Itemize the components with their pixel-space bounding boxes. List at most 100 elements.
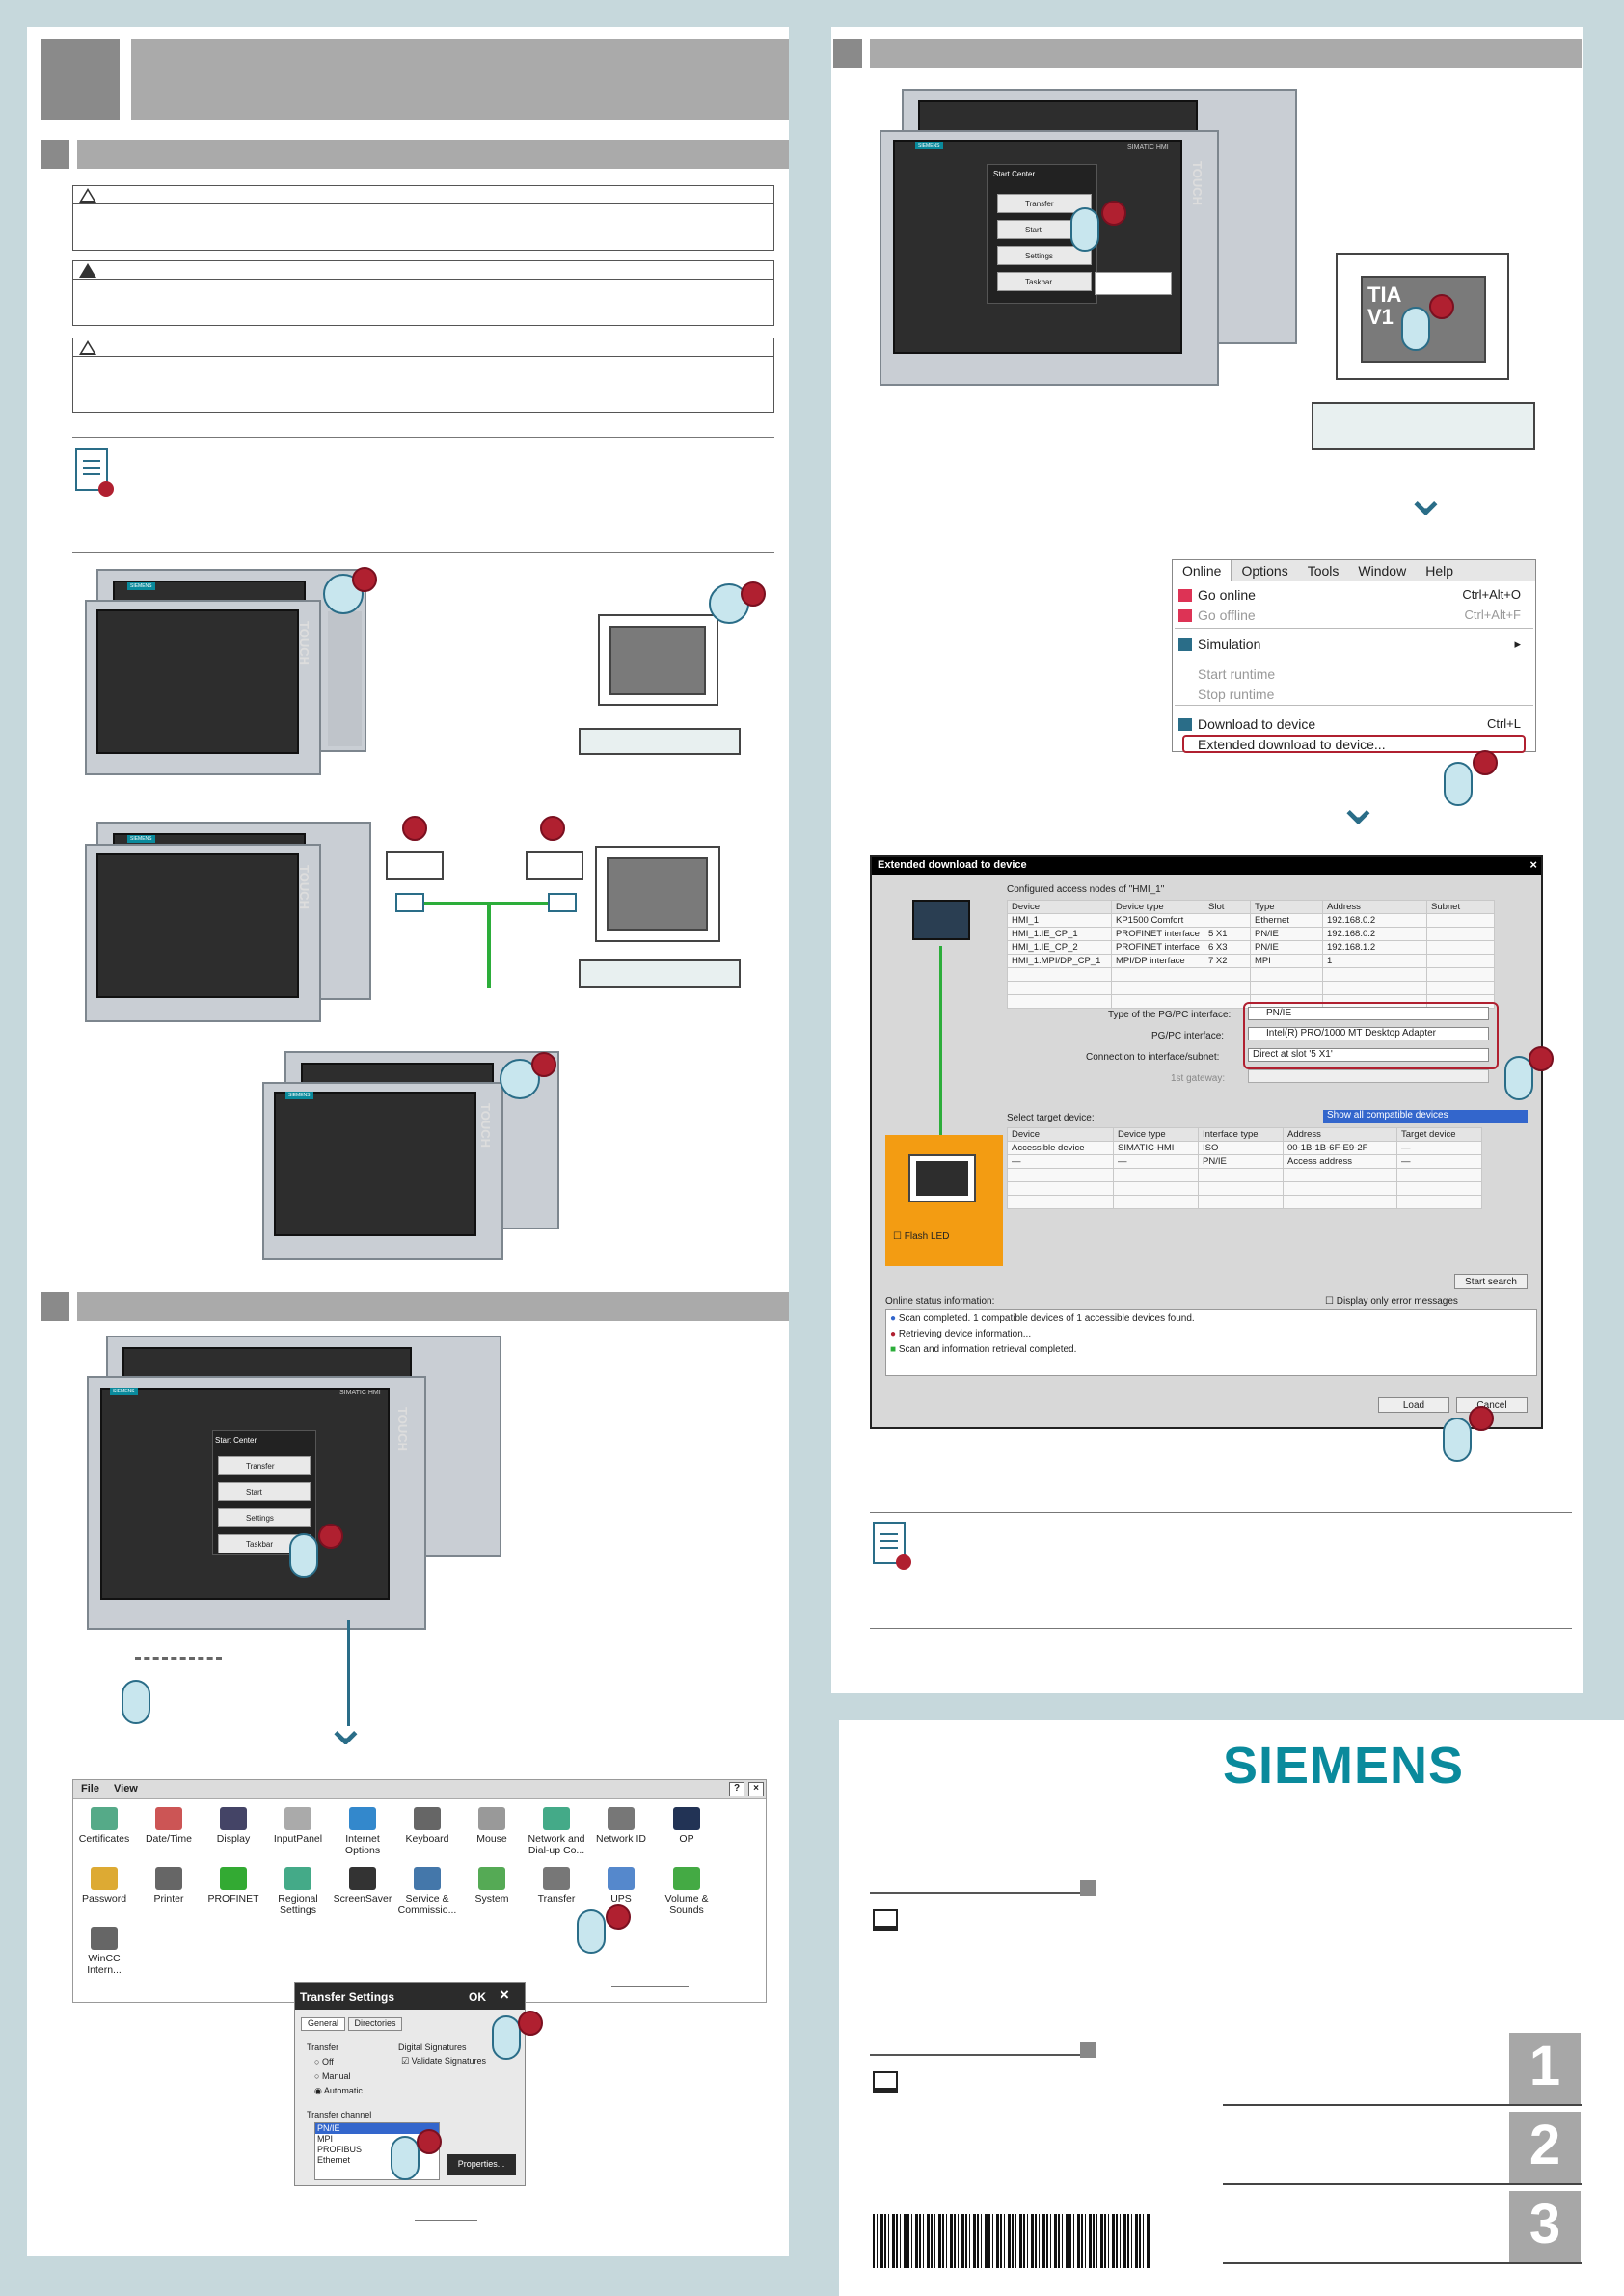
control-panel-item[interactable]: Volume & Sounds: [653, 1867, 720, 1916]
close-icon[interactable]: ×: [1529, 857, 1537, 872]
configured-nodes-label: Configured access nodes of "HMI_1": [1007, 884, 1165, 895]
control-panel-item[interactable]: UPS: [587, 1867, 655, 1904]
radio-automatic[interactable]: ◉ Automatic: [314, 2086, 363, 2095]
table-row-empty: [1007, 1195, 1482, 1209]
gateway-select[interactable]: [1248, 1069, 1489, 1083]
control-panel-item[interactable]: Service & Commissio...: [393, 1867, 461, 1916]
control-panel-item[interactable]: ScreenSaver: [329, 1867, 396, 1904]
validate-checkbox[interactable]: ☑ Validate Signatures: [401, 2056, 486, 2066]
control-panel-item-icon: [478, 1867, 505, 1890]
start-button[interactable]: Start: [218, 1482, 311, 1501]
display-errors-checkbox[interactable]: ☐ Display only error messages: [1325, 1296, 1458, 1307]
load-button[interactable]: Load: [1378, 1397, 1449, 1413]
start-search-button[interactable]: Start search: [1454, 1274, 1528, 1289]
settings-button[interactable]: Settings: [218, 1508, 311, 1527]
menu-item-6[interactable]: Extended download to device...: [1198, 737, 1530, 752]
control-panel-item[interactable]: Internet Options: [329, 1807, 396, 1856]
table-cell: —: [1113, 1154, 1199, 1169]
pc-monitor: [595, 846, 720, 942]
tab-general[interactable]: General: [301, 2017, 345, 2031]
help-icon[interactable]: ?: [729, 1782, 744, 1796]
control-panel-item[interactable]: WinCC Intern...: [70, 1927, 138, 1976]
control-panel-item[interactable]: Network and Dial-up Co...: [523, 1807, 590, 1856]
taskbar-label: Taskbar: [1025, 278, 1053, 286]
control-panel-item[interactable]: Printer: [135, 1867, 203, 1904]
control-panel-item-label: Password: [81, 1893, 127, 1904]
menu-help[interactable]: Help: [1425, 563, 1453, 579]
control-panel-item[interactable]: Network ID: [587, 1807, 655, 1845]
taskbar-button[interactable]: Taskbar: [218, 1534, 311, 1553]
control-panel-item[interactable]: System: [458, 1867, 526, 1904]
channel-option[interactable]: PN/IE: [315, 2123, 439, 2134]
touch-label: TOUCH: [395, 1407, 410, 1451]
menu-tools[interactable]: Tools: [1307, 563, 1340, 579]
control-panel-item[interactable]: Display: [200, 1807, 267, 1845]
tgt-header: Device: [1007, 1127, 1114, 1142]
menu-item-3[interactable]: Start runtime: [1198, 666, 1530, 682]
properties-button[interactable]: Properties...: [447, 2154, 516, 2175]
laptop-icon: [912, 900, 970, 940]
menu-view[interactable]: View: [114, 1783, 138, 1795]
connection-value: Direct at slot '5 X1': [1253, 1049, 1333, 1060]
settings-button[interactable]: Settings: [997, 246, 1092, 265]
cancel-button[interactable]: Cancel: [1456, 1397, 1528, 1413]
start-label: Start: [246, 1488, 262, 1497]
chapter-tab-1[interactable]: 1: [1509, 2033, 1581, 2104]
control-panel-item[interactable]: Date/Time: [135, 1807, 203, 1845]
transfer-button[interactable]: Transfer: [997, 194, 1092, 213]
radio-manual[interactable]: ○ Manual: [314, 2071, 351, 2081]
pgpc-type-select[interactable]: PN/IE: [1248, 1007, 1489, 1020]
chapter-title-bar: [131, 39, 789, 120]
control-panel-item[interactable]: Regional Settings: [264, 1867, 332, 1916]
double-chevron-down-icon: ⌄: [1336, 774, 1381, 835]
control-panel-item-label: Certificates: [78, 1833, 130, 1845]
menu-window[interactable]: Window: [1358, 563, 1407, 579]
close-icon[interactable]: ×: [748, 1782, 764, 1796]
pgpc-interface-select[interactable]: Intel(R) PRO/1000 MT Desktop Adapter: [1248, 1027, 1489, 1040]
control-panel-item-icon: [673, 1867, 700, 1890]
connection-select[interactable]: Direct at slot '5 X1': [1248, 1048, 1489, 1062]
control-panel-item[interactable]: Transfer: [523, 1867, 590, 1904]
control-panel-item[interactable]: PROFINET: [200, 1867, 267, 1904]
chapter-tab-3[interactable]: 3: [1509, 2191, 1581, 2262]
tab-directories[interactable]: Directories: [348, 2017, 402, 2031]
start-button[interactable]: Start: [997, 220, 1092, 239]
close-icon[interactable]: ×: [500, 1985, 509, 2004]
control-panel-item[interactable]: Keyboard: [393, 1807, 461, 1845]
menu-options[interactable]: Options: [1241, 563, 1288, 579]
menu-item-icon: [1178, 718, 1192, 731]
cfg-header: Type: [1250, 900, 1323, 914]
taskbar-button[interactable]: Taskbar: [997, 272, 1092, 291]
transfer-button[interactable]: Transfer: [218, 1456, 311, 1475]
menu-item-4[interactable]: Stop runtime: [1198, 687, 1530, 702]
target-filter-select[interactable]: Show all compatible devices: [1323, 1110, 1528, 1123]
menu-online[interactable]: Online: [1173, 560, 1232, 581]
control-panel-item-icon: [349, 1807, 376, 1830]
channel-option[interactable]: Ethernet: [317, 2155, 351, 2165]
mouse-click-icon: [577, 1909, 606, 1954]
control-panel-item[interactable]: InputPanel: [264, 1807, 332, 1845]
control-panel-item[interactable]: Certificates: [70, 1807, 138, 1845]
chapter-tab-2[interactable]: 2: [1509, 2112, 1581, 2183]
control-panel-item[interactable]: Mouse: [458, 1807, 526, 1845]
menu-file[interactable]: File: [81, 1783, 99, 1795]
radio-off[interactable]: ○ Off: [314, 2057, 334, 2066]
dialog-title: Extended download to device: [878, 859, 1027, 871]
menu-item-2[interactable]: Simulation▸: [1198, 636, 1530, 652]
control-panel-item-label: Display: [216, 1833, 251, 1845]
control-panel-item[interactable]: OP: [653, 1807, 720, 1845]
flash-led-checkbox[interactable]: ☐ Flash LED: [893, 1231, 950, 1242]
ok-button[interactable]: OK: [469, 1990, 486, 2004]
channel-option[interactable]: PROFIBUS: [317, 2145, 363, 2154]
control-panel-item[interactable]: Password: [70, 1867, 138, 1904]
channel-option[interactable]: MPI: [317, 2134, 334, 2144]
